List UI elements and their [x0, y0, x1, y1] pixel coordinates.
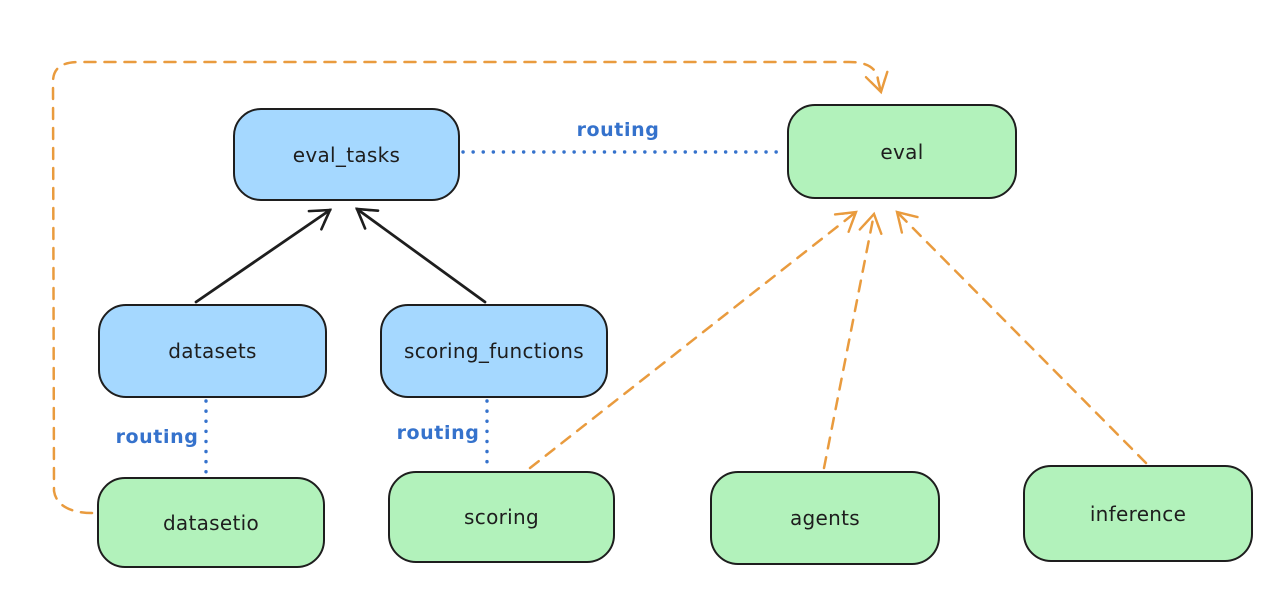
node-label: scoring_functions — [403, 339, 585, 363]
node-label: eval_tasks — [292, 142, 401, 167]
routing-label-eval-tasks-eval: routing — [576, 119, 660, 141]
node-label: agents — [790, 506, 860, 530]
node-datasetio: datasetio — [97, 477, 325, 568]
node-scoring: scoring — [388, 471, 615, 563]
node-label: scoring — [464, 505, 539, 529]
node-eval: eval — [787, 104, 1017, 199]
node-datasets: datasets — [98, 304, 327, 398]
edge-scoring-eval — [528, 210, 858, 470]
node-label: inference — [1089, 501, 1187, 526]
edge-agents-eval — [822, 211, 883, 470]
edge-datasetio-eval — [51, 60, 889, 515]
routing-label-scoring-functions-scoring: routing — [396, 422, 480, 444]
node-label: datasets — [168, 339, 257, 363]
routing-label-datasets-datasetio: routing — [115, 426, 199, 448]
node-label: eval — [880, 139, 924, 164]
node-label: datasetio — [162, 510, 260, 535]
node-scoring-functions: scoring_functions — [380, 304, 608, 398]
edge-datasets-eval_tasks — [194, 208, 333, 304]
node-agents: agents — [710, 471, 940, 565]
node-eval-tasks: eval_tasks — [233, 108, 460, 201]
node-inference: inference — [1023, 465, 1253, 562]
edge-inference-eval — [895, 210, 1148, 465]
edge-scoring_functions-eval_tasks — [354, 207, 487, 304]
